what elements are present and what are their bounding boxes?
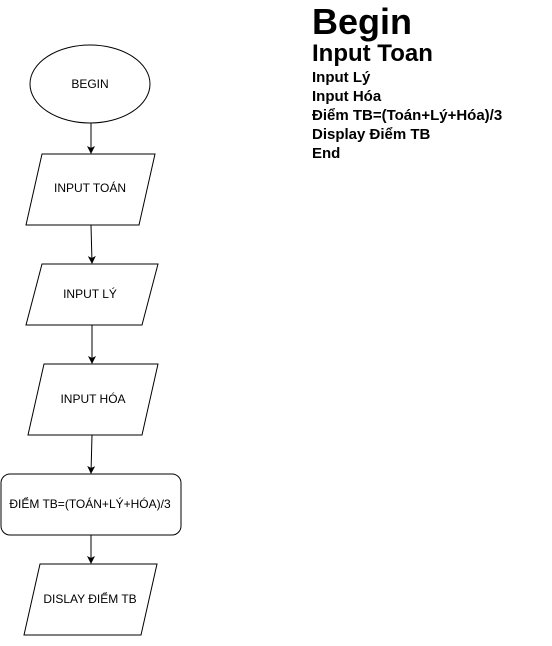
input-toan-label: INPUT TOÁN (54, 180, 126, 195)
pseudocode-line: Display Điểm TB (312, 126, 431, 143)
input-toan-node: INPUT TOÁN (25, 153, 156, 226)
input-hoa-label: INPUT HÓA (60, 391, 125, 406)
begin-label: BEGIN (71, 77, 108, 91)
calc-process-node: ĐIỂM TB=(TOÁN+LÝ+HÓA)/3 (0, 473, 182, 536)
flow-arrow (87, 434, 96, 474)
pseudocode-line: Input Hóa (312, 88, 382, 105)
pseudocode-line: End (312, 145, 341, 162)
pseudocode-line: Điểm TB=(Toán+Lý+Hóa)/3 (312, 107, 503, 124)
flow-arrow (87, 224, 96, 264)
pseudocode-line: Input Lý (312, 69, 371, 86)
calc-label: ĐIỂM TB=(TOÁN+LÝ+HÓA)/3 (9, 496, 171, 511)
input-hoa-node: INPUT HÓA (27, 363, 159, 436)
input-ly-label: INPUT LÝ (63, 286, 117, 301)
begin-terminator: BEGIN (29, 44, 151, 124)
pseudocode-title: Begin (312, 1, 413, 42)
input-ly-node: INPUT LÝ (25, 263, 159, 326)
pseudocode-block: Begin Input Toan Input Lý Input Hóa Điểm… (312, 4, 502, 163)
display-label: DISLAY ĐIỂM TB (43, 591, 136, 606)
display-node: DISLAY ĐIỂM TB (23, 563, 158, 636)
pseudocode-subtitle: Input Toan (312, 40, 433, 67)
